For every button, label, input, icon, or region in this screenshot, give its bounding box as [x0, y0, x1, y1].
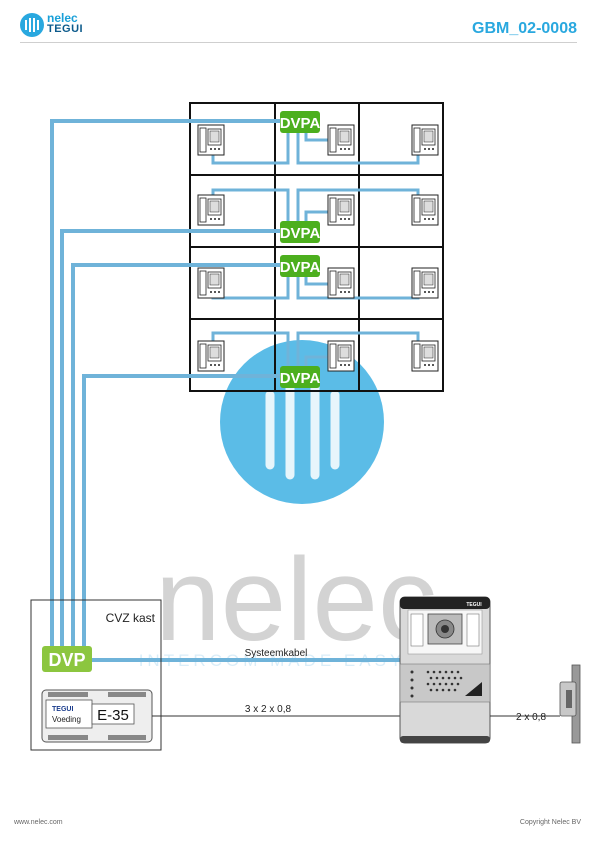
footer-website: www.nelec.com	[14, 819, 63, 826]
watermark-bars-icon	[265, 380, 340, 480]
power-supply: TEGUI Voeding E-35	[41, 689, 153, 743]
nelec-logo-icon	[20, 13, 44, 37]
system-cable-label: Systeemkabel	[245, 648, 308, 659]
door-panel-brand: TEGUI	[466, 602, 482, 608]
handset-1-2	[327, 124, 355, 156]
cvz-cabinet: CVZ kast	[30, 599, 162, 751]
dvpa-label: DVPA	[280, 259, 321, 276]
dvpa-module-1: DVPA	[280, 111, 321, 133]
handset-4-3	[411, 340, 439, 372]
cable-panel-lock-label: 2 x 0,8	[516, 712, 546, 723]
handset-2-1	[197, 194, 225, 226]
door-panel: TEGUI	[399, 596, 491, 744]
handset-4-2	[327, 340, 355, 372]
document-code: GBM_02-0008	[472, 20, 577, 37]
brand-sub: TEGUI	[47, 23, 84, 35]
riser-wires	[50, 119, 400, 662]
dvpa-label: DVPA	[280, 225, 321, 242]
dvpa-label: DVPA	[280, 370, 321, 387]
handset-2-2	[327, 194, 355, 226]
handset-3-1	[197, 267, 225, 299]
dvpa-module-2: DVPA	[280, 221, 321, 243]
watermark-word: nelec	[155, 534, 437, 666]
apartment-wires	[211, 133, 420, 366]
watermark: nelec INTERCOM MADE EASY	[139, 340, 437, 670]
dvpa-label: DVPA	[280, 115, 321, 132]
psu-brand: TEGUI	[52, 706, 73, 713]
dvpa-modules: DVPA DVPA DVPA DVPA	[280, 111, 321, 388]
handset-3-2	[327, 267, 355, 299]
dvp-module: DVP	[42, 646, 92, 672]
handset-1-3	[411, 124, 439, 156]
footer-copyright: Copyright Nelec BV	[519, 819, 581, 826]
handset-1-1	[197, 124, 225, 156]
apartment-grid	[189, 102, 444, 392]
speaker-grille-icon	[410, 670, 463, 698]
dvp-label: DVP	[48, 650, 85, 670]
brand-logo	[20, 12, 44, 38]
handset-3-3	[411, 267, 439, 299]
brand-name: nelec	[47, 11, 78, 25]
handset-4-1	[197, 340, 225, 372]
cabinet-label: CVZ kast	[106, 611, 156, 625]
psu-name: Voeding	[52, 715, 81, 724]
brand-wordmark: nelec TEGUI	[47, 12, 83, 35]
electric-lock-icon	[559, 664, 581, 744]
watermark-circle	[220, 340, 384, 504]
handset-2-3	[411, 194, 439, 226]
cable-psu-panel-label: 3 x 2 x 0,8	[245, 704, 292, 715]
dvpa-module-3: DVPA	[280, 255, 321, 277]
psu-model: E-35	[97, 707, 129, 724]
dvpa-module-4: DVPA	[280, 366, 321, 388]
header-divider	[20, 42, 577, 43]
